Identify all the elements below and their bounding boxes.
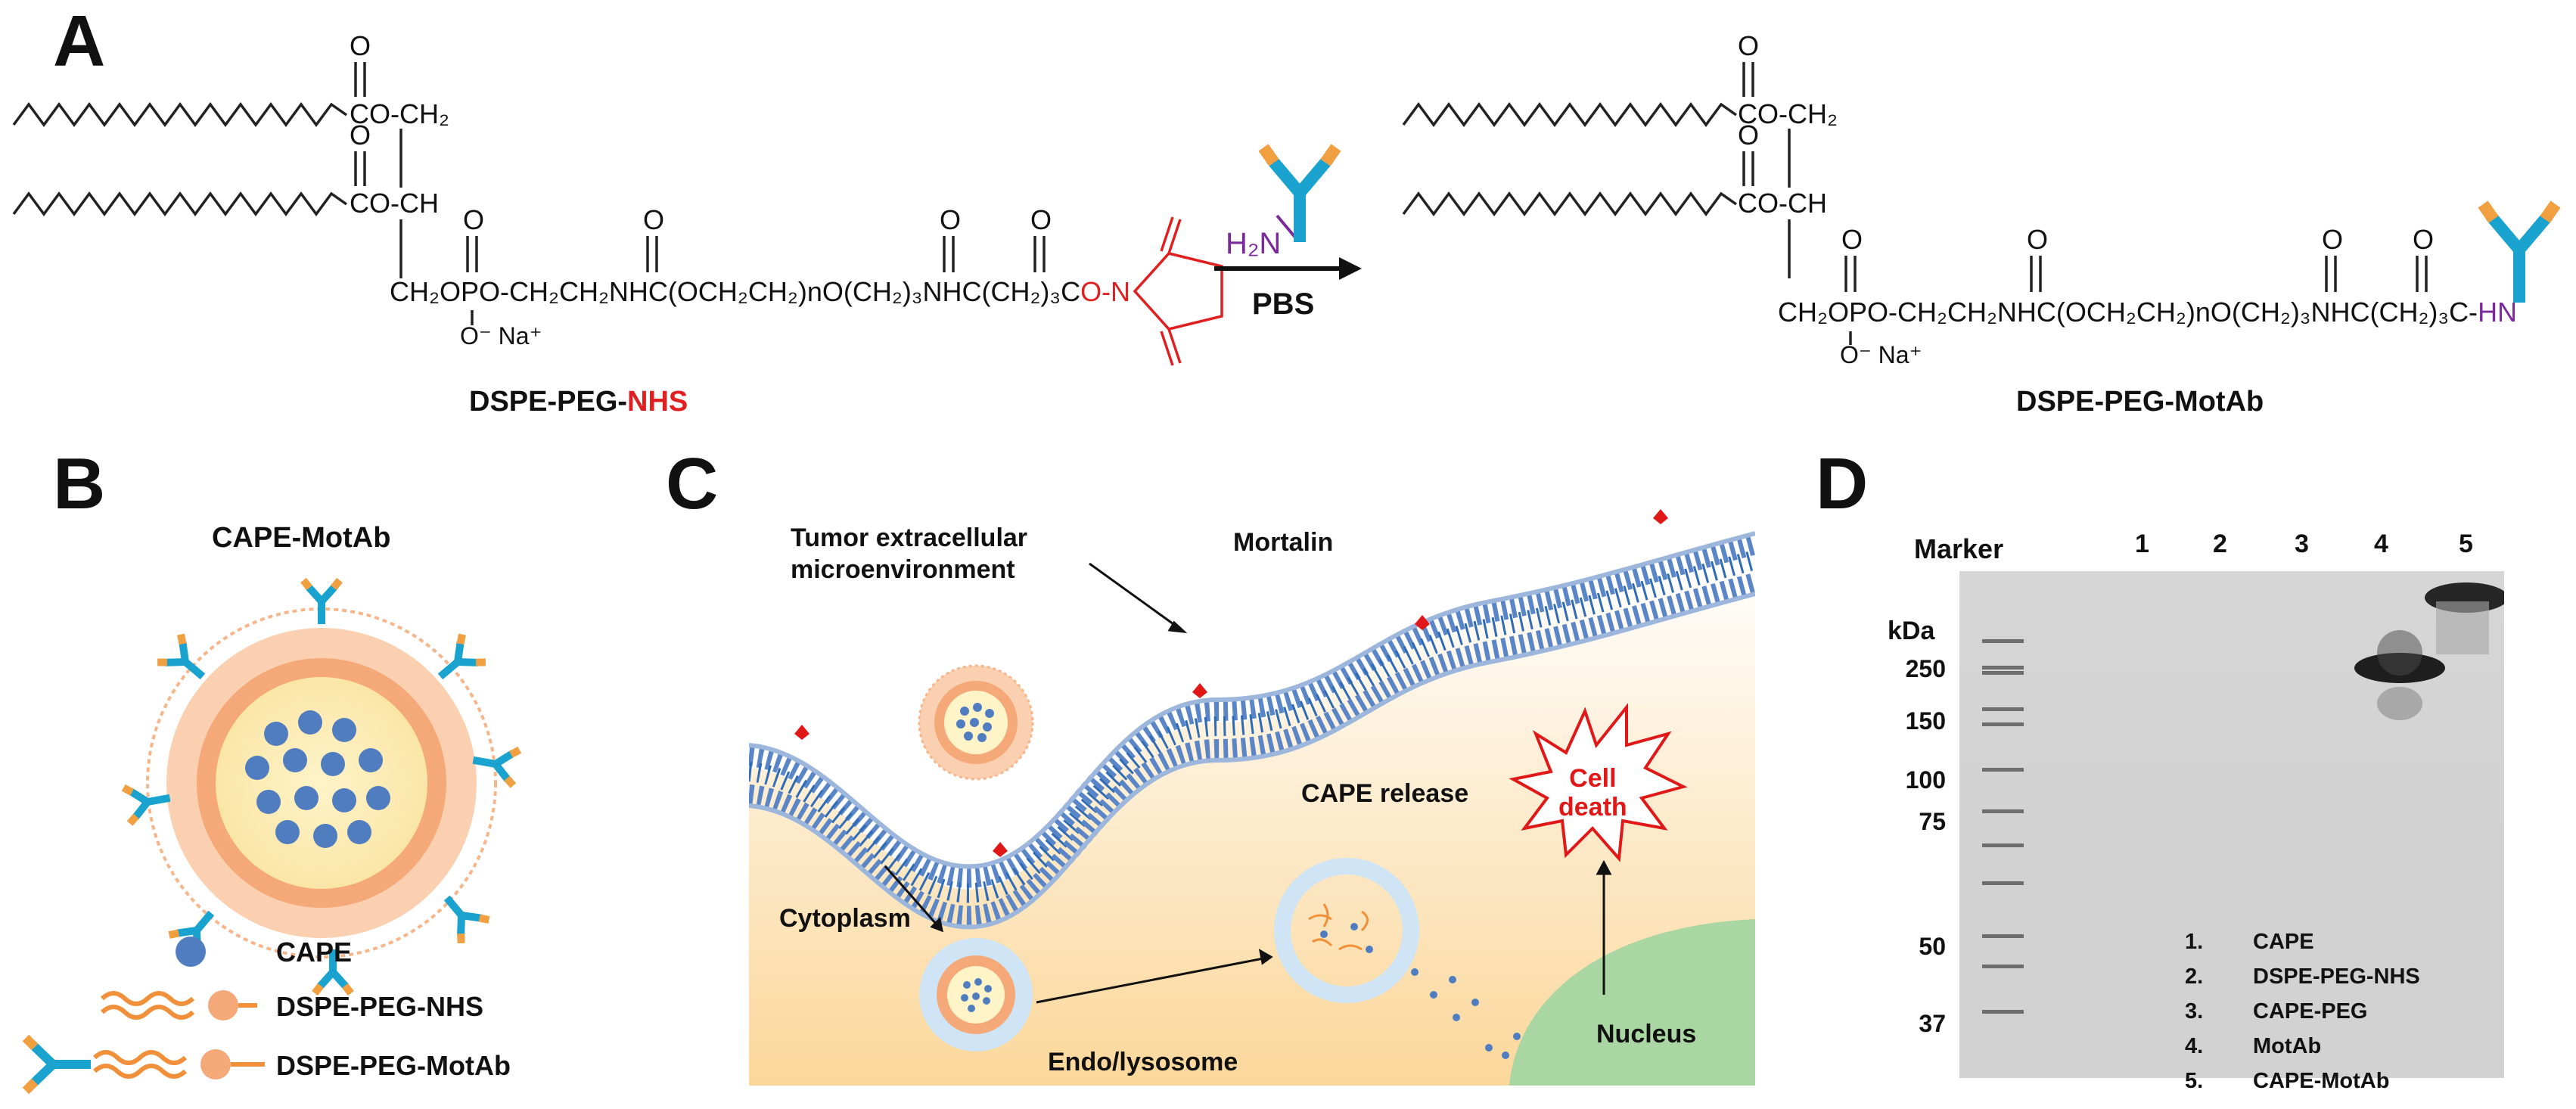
- sds-page-gel: [1959, 571, 2504, 1078]
- marker-ladder: [1982, 639, 2024, 1014]
- right-ester-1: CO-CH₂: [1738, 98, 1838, 129]
- reaction-condition: PBS: [1252, 287, 1315, 321]
- legend-dspe-peg-motab-label: DSPE-PEG-MotAb: [276, 1050, 511, 1081]
- gel-legend-item: 4.MotAb: [2185, 1034, 2322, 1058]
- left-lipid-tail-1: [12, 102, 348, 127]
- lane-label-4: 4: [2374, 530, 2388, 558]
- mw-75: 75: [1919, 808, 1946, 835]
- left-main-chain: CH₂OPO-CH₂CH₂NHC(OCH₂CH₂)nO(CH₂)₃NHC(CH₂…: [390, 276, 1131, 307]
- conjugated-antibody-icon: [2478, 200, 2561, 303]
- kda-label: kDa: [1888, 617, 1935, 645]
- nucleus: [1509, 919, 1755, 1086]
- left-phosphate-o: O: [463, 204, 485, 235]
- reagent-antibody-icon: [1258, 144, 1341, 242]
- lane-label-3: 3: [2295, 530, 2309, 558]
- right-lipid-tail-1: [1402, 102, 1738, 127]
- reagent-amine: H₂N: [1226, 227, 1282, 260]
- right-lipid-tail-2: [1402, 191, 1738, 216]
- process-arrows: [884, 562, 1612, 1004]
- gel-legend-item: 3.CAPE-PEG: [2185, 999, 2368, 1024]
- cell-uptake-diagram: [749, 509, 1755, 1086]
- label-extracellular: Tumor extracellular microenvironment: [791, 523, 1028, 584]
- legend-cape-label: CAPE: [276, 937, 353, 968]
- left-carbonyl-o-1: O: [350, 30, 371, 61]
- label-cape-release: CAPE release: [1301, 779, 1469, 808]
- legend-dspe-peg-motab-icon: [23, 1034, 265, 1095]
- cell-death-burst: [1509, 703, 1688, 862]
- micelle-title: CAPE-MotAb: [212, 522, 391, 554]
- left-chain-o-2: O: [940, 204, 962, 235]
- panel-d-letter: D: [1816, 443, 1869, 524]
- left-chain-o-3: O: [1030, 204, 1052, 235]
- gel-legend-item: 1.CAPE: [2185, 930, 2314, 954]
- left-lipid-tail-2: [12, 191, 348, 216]
- label-cytoplasm: Cytoplasm: [779, 904, 911, 933]
- mw-250: 250: [1905, 655, 1946, 682]
- gel-lane-legend: 1.CAPE 2.DSPE-PEG-NHS 3.CAPE-PEG 4.MotAb…: [2185, 924, 2420, 1098]
- legend-dspe-peg-nhs-icon: [100, 990, 257, 1020]
- mw-100: 100: [1905, 766, 1946, 794]
- right-chain-o-2: O: [2322, 224, 2344, 255]
- right-ester-2: CO-CH: [1738, 188, 1827, 219]
- panel-a-letter: A: [53, 1, 106, 82]
- extracellular-micelle: [918, 664, 1034, 781]
- legend-dspe-peg-nhs-label: DSPE-PEG-NHS: [276, 991, 484, 1022]
- gel-legend-item: 2.DSPE-PEG-NHS: [2185, 965, 2420, 989]
- left-ester-2: CO-CH: [350, 188, 439, 219]
- lane-label-5: 5: [2459, 530, 2473, 558]
- right-chain-o-1: O: [2027, 224, 2049, 255]
- left-chain-o-1: O: [643, 204, 665, 235]
- right-main-chain: CH₂OPO-CH₂CH₂NHC(OCH₂CH₂)nO(CH₂)₃NHC(CH₂…: [1778, 297, 2518, 328]
- panel-c-letter: C: [666, 443, 719, 524]
- label-nucleus: Nucleus: [1596, 1020, 1697, 1048]
- left-molecule-name: DSPE-PEG-NHS: [469, 386, 688, 418]
- panel-b-letter: B: [53, 443, 106, 524]
- ruptured-vesicle: [1274, 858, 1521, 1059]
- endo-lysosome: [919, 938, 1033, 1052]
- marker-header: Marker: [1914, 533, 2004, 564]
- right-phosphate-o: O: [1841, 224, 1863, 255]
- mortalin-markers: [794, 509, 1668, 857]
- cape-motab-micelle: [121, 577, 522, 996]
- mw-50: 50: [1919, 933, 1946, 960]
- mw-150: 150: [1905, 707, 1946, 735]
- right-carbonyl-o-2: O: [1738, 120, 1760, 151]
- lane-label-2: 2: [2213, 530, 2227, 558]
- mw-37: 37: [1919, 1010, 1946, 1037]
- lane-label-1: 1: [2135, 530, 2149, 558]
- right-carbonyl-o-1: O: [1738, 30, 1760, 61]
- nhs-ring: [1133, 216, 1223, 366]
- left-ester-1: CO-CH₂: [350, 98, 449, 129]
- cape-dots: [245, 710, 390, 848]
- right-chain-o-3: O: [2413, 224, 2435, 255]
- gel-legend-item: 5.CAPE-MotAb: [2185, 1069, 2390, 1093]
- label-endo-lysosome: Endo/lysosome: [1048, 1048, 1238, 1076]
- left-carbonyl-o-2: O: [350, 120, 371, 151]
- panel-a-scheme: [12, 62, 2561, 366]
- legend-cape-icon: [176, 937, 206, 967]
- label-cell-death: Cell death: [1558, 764, 1627, 822]
- left-counterion: O⁻ Na⁺: [460, 322, 542, 349]
- label-mortalin: Mortalin: [1233, 528, 1334, 557]
- right-counterion: O⁻ Na⁺: [1840, 341, 1922, 368]
- right-molecule-name: DSPE-PEG-MotAb: [2016, 386, 2264, 418]
